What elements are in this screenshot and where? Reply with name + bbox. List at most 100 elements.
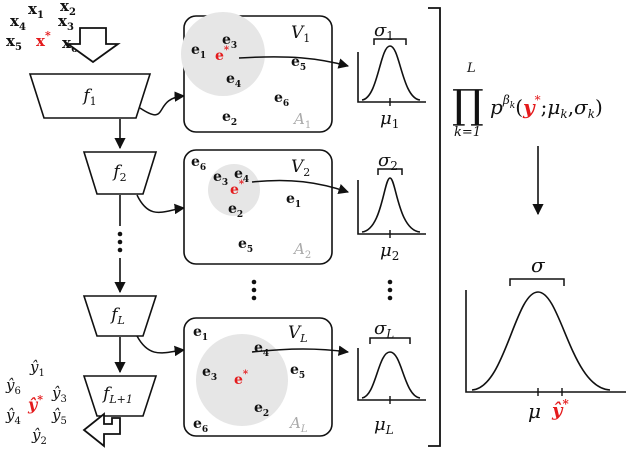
embedding: e2: [228, 201, 243, 220]
panel-to-dist-arrow: [251, 179, 349, 194]
ellipsis-dot: [251, 295, 257, 301]
ellipsis-dot: [387, 287, 393, 293]
input-query-point: x*: [36, 29, 51, 50]
final-distribution: σ μ ŷ*: [465, 253, 626, 423]
embedding: e6: [193, 416, 208, 435]
embedding: e4: [226, 71, 241, 90]
neighborhood-region: [181, 12, 265, 96]
distribution-curve: [361, 177, 421, 233]
input-point: x2: [60, 0, 76, 18]
layer-shape: [82, 295, 158, 337]
final-sigma-label: σ: [531, 253, 546, 277]
final-mu-label: μ: [528, 399, 541, 423]
sigma-bracket: [377, 168, 403, 175]
input-point: x4: [10, 12, 26, 33]
embedding: e4: [234, 166, 249, 185]
input-point: x1: [28, 0, 44, 21]
distribution-curve: [361, 351, 421, 399]
layer-distribution-1: σ1 μ1: [357, 20, 426, 131]
embedding: e1: [191, 42, 206, 61]
embedding: e2: [222, 109, 237, 128]
product-symbol: ∏: [452, 82, 484, 128]
region-label: A2: [292, 240, 311, 261]
ellipsis-dot: [387, 279, 393, 285]
ellipsis-dot: [251, 287, 257, 293]
final-distribution-curve: [471, 291, 611, 391]
mu-label: μL: [374, 414, 394, 437]
layer-distribution-L: σL μL: [357, 318, 426, 437]
input-point: x3: [58, 12, 74, 33]
mu-label: μ1: [380, 108, 399, 131]
output-query-point: ŷ*: [27, 393, 43, 414]
query-embedding: e*: [234, 369, 249, 388]
ellipsis-dot: [117, 247, 123, 253]
embedding: e2: [254, 400, 269, 419]
ellipsis-dot: [387, 295, 393, 301]
sigma-bracket: [369, 337, 411, 344]
embedding: e1: [193, 324, 208, 343]
layer-shape: [82, 151, 158, 195]
output-point: ŷ1: [29, 358, 45, 379]
sigma-label: σ1: [374, 20, 394, 43]
input-point: x5: [6, 32, 22, 53]
distribution-axes: [357, 180, 426, 235]
ellipsis-dot: [117, 231, 123, 237]
output-points: ŷ1 ŷ6 ŷ* ŷ3 ŷ4 ŷ5 ŷ2: [5, 358, 67, 447]
neighborhood-region: [196, 334, 288, 426]
embedding: e5: [238, 236, 253, 255]
layer-f1: f1: [28, 73, 152, 119]
region-label: AL: [288, 414, 308, 435]
layer-label: f2: [111, 162, 126, 184]
input-arrow-icon: [65, 27, 121, 64]
layer-distribution-2: σ2 μ2: [357, 150, 426, 263]
sigma-label: σ2: [378, 150, 398, 173]
aggregation-bracket: [428, 7, 441, 447]
output-point: ŷ3: [51, 384, 67, 405]
mu-label: μ2: [380, 240, 399, 263]
distribution-axes: [357, 348, 426, 401]
embedding-panel-L: e1 e4 e3 e* e5 e2 e6 VL AL: [183, 317, 350, 437]
layer-to-panel-arrow: [136, 194, 186, 215]
embedding: e6: [191, 154, 206, 173]
layer-f2: f2: [82, 151, 158, 195]
output-point: ŷ2: [31, 426, 47, 447]
output-point: ŷ6: [5, 376, 21, 397]
layer-label: fL+1: [101, 384, 133, 406]
embedding: e3: [222, 32, 237, 51]
embedding: e3: [213, 169, 228, 188]
output-point: ŷ5: [51, 406, 67, 427]
final-yhat-label: ŷ*: [551, 397, 569, 421]
input-points: x1 x2 x4 x3 x5 x* x6: [6, 0, 78, 55]
layer-shape: [28, 73, 152, 119]
layer-to-panel-arrow: [136, 335, 186, 357]
embedding: e6: [274, 90, 289, 109]
query-embedding: e*: [230, 179, 245, 198]
layer-label: f1: [81, 86, 96, 108]
neighborhood-region: [208, 164, 260, 216]
product-formula: L ∏ k=1 pβk(y*;μk,σk): [452, 61, 603, 140]
output-point: ŷ4: [5, 406, 21, 427]
output-arrow-icon: [82, 412, 121, 448]
embedding: e5: [291, 54, 306, 73]
space-label: V2: [291, 157, 310, 179]
product-term: pβk(y*;μk,σk): [490, 93, 603, 121]
embedding-panel-2: e6 e3 e4 e* e2 e1 e5 V2 A2: [183, 149, 349, 265]
embedding: e5: [290, 362, 305, 381]
distribution-curve: [361, 45, 421, 101]
space-label: V1: [291, 23, 310, 45]
embedding: e4: [254, 340, 269, 359]
ellipsis-dot: [117, 239, 123, 245]
layer-fL: fL: [82, 295, 158, 337]
space-label: VL: [288, 323, 308, 345]
final-distribution-axes: [465, 290, 626, 393]
ellipsis-dot: [251, 279, 257, 285]
layer-to-panel-arrow: [139, 91, 186, 116]
sigma-bracket: [373, 38, 407, 45]
embedding: e1: [286, 191, 301, 210]
query-embedding: e*: [215, 45, 230, 64]
panel-to-dist-arrow: [238, 56, 350, 69]
distribution-axes: [357, 52, 426, 103]
panel-to-dist-arrow: [251, 345, 350, 356]
